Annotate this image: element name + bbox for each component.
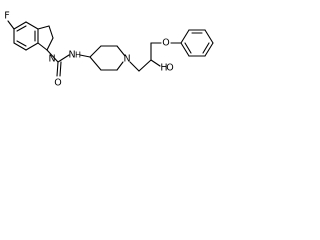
bond-ch2-choh <box>138 59 152 72</box>
bond <box>116 45 126 57</box>
double-bond <box>202 42 210 54</box>
bond-n-ch2 <box>129 61 140 72</box>
bond-c-nh <box>57 54 70 63</box>
bond-c-o <box>56 61 59 77</box>
bond-n-carbonyl <box>46 49 59 63</box>
bond <box>89 45 102 58</box>
pyrrolidine-ring <box>37 25 54 51</box>
double-bond <box>16 40 27 47</box>
piperidine-ring <box>89 45 126 71</box>
bond-nh-c4 <box>79 54 91 58</box>
bond <box>25 42 39 51</box>
ether-o-label: O <box>162 38 169 49</box>
bond <box>89 56 102 71</box>
amide-n-label: N <box>48 54 55 65</box>
structure-diagram: F N N H O N H O O <box>0 0 229 110</box>
bond <box>204 42 214 57</box>
piperidine-n-label: N <box>123 54 130 65</box>
carbonyl-o-label: O <box>54 78 61 89</box>
molecule-svg: F N N H O N H O O <box>4 11 214 89</box>
bond-c-oh <box>150 59 161 67</box>
hydroxyl-h-label: H <box>160 63 167 74</box>
bond <box>25 21 39 30</box>
bond <box>48 25 54 39</box>
bond <box>46 37 54 51</box>
double-bond <box>16 25 27 32</box>
bond <box>37 42 48 51</box>
bond-c-o-double <box>59 61 62 77</box>
bond <box>13 42 27 51</box>
hydroxyl-o-label: O <box>166 63 173 74</box>
bond <box>204 29 214 44</box>
double-bond <box>184 42 192 54</box>
nh-n-label: N <box>68 50 75 61</box>
bond <box>180 42 190 57</box>
benzene-ring <box>13 21 39 51</box>
phenyl-ring <box>180 29 214 57</box>
fluorine-label: F <box>4 11 9 22</box>
bond <box>116 61 124 71</box>
nh-h-label: H <box>75 51 81 60</box>
bond <box>13 21 27 30</box>
bond-c-f <box>7 20 15 30</box>
bond <box>37 25 50 30</box>
bond <box>180 29 190 44</box>
